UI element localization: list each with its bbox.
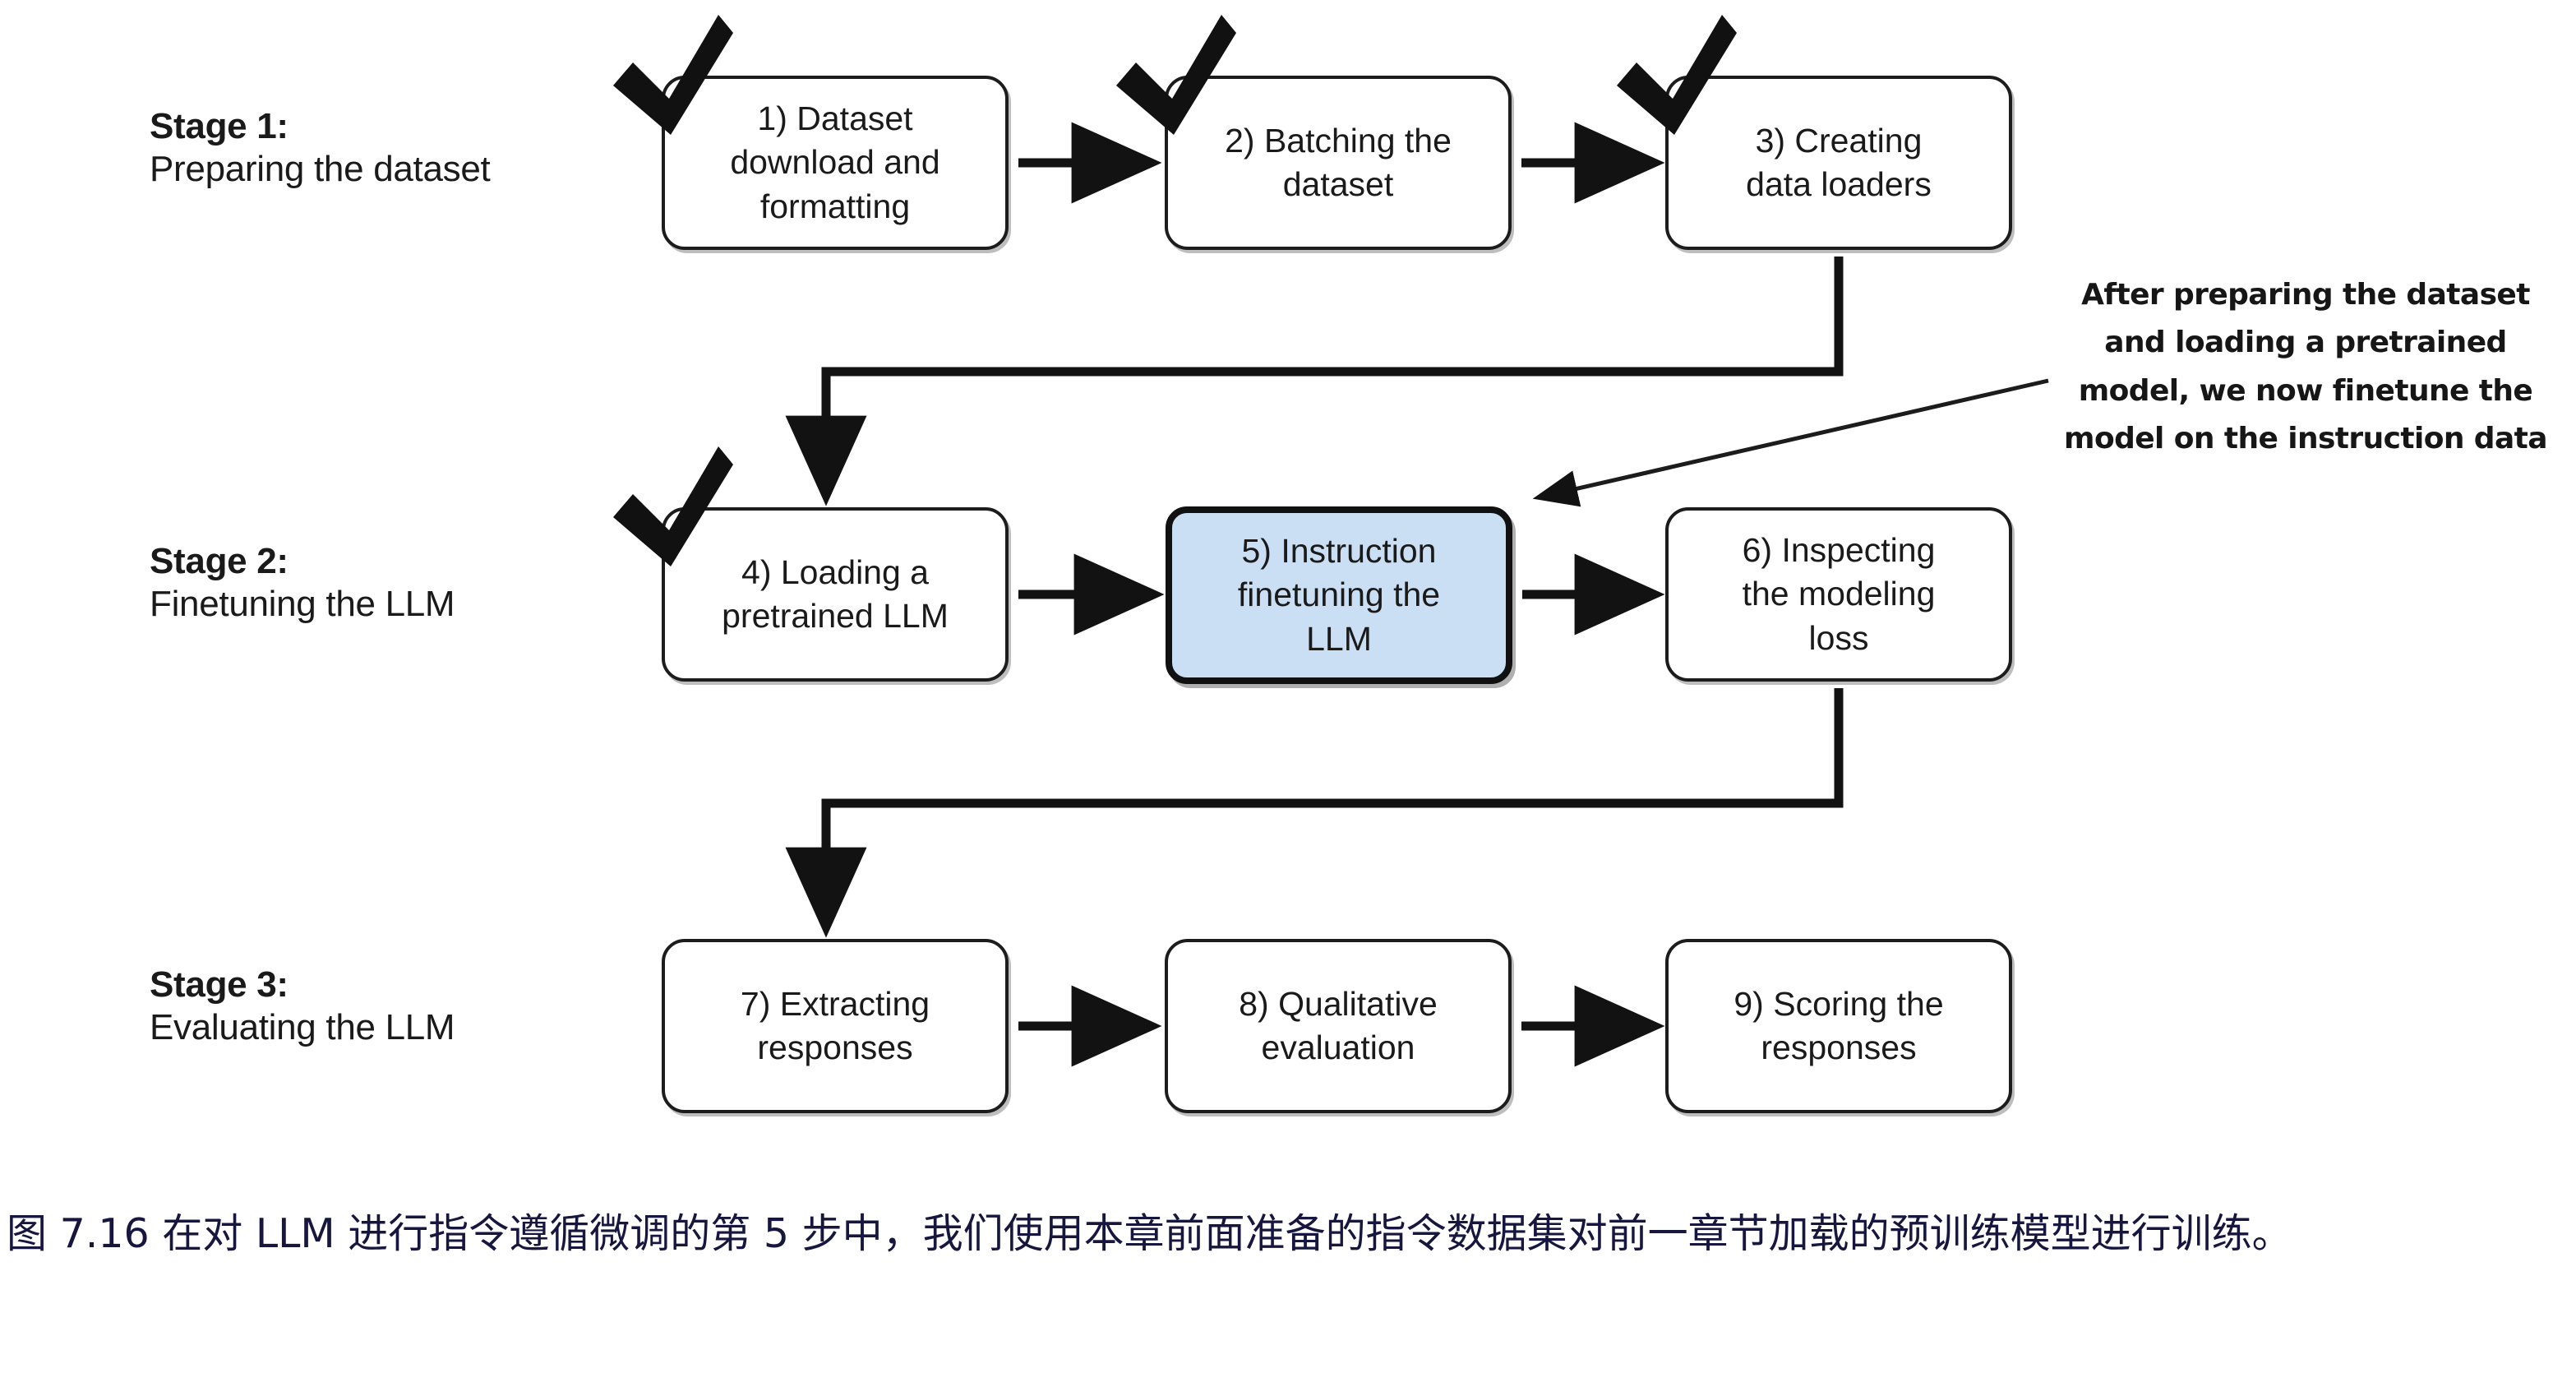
connector-row1-to-row2 <box>785 257 1844 506</box>
stage-2-subtitle: Finetuning the LLM <box>150 583 455 624</box>
flow-step-1-box[interactable]: 1) Dataset download and formatting <box>662 76 1009 250</box>
flow-step-8-label: 8) Qualitative evaluation <box>1239 984 1438 1066</box>
flow-step-3-box[interactable]: 3) Creating data loaders <box>1665 76 2012 250</box>
flow-step-9-label: 9) Scoring the responses <box>1733 984 1944 1066</box>
flow-step-7-label: 7) Extracting responses <box>740 984 930 1066</box>
annotation-leader-arrow <box>1532 378 2049 507</box>
flow-step-8-box[interactable]: 8) Qualitative evaluation <box>1165 939 1512 1113</box>
flow-step-6-box[interactable]: 6) Inspecting the modeling loss <box>1665 507 2012 682</box>
flow-step-7-box[interactable]: 7) Extracting responses <box>662 939 1009 1113</box>
stage-1-title: Stage 1: <box>150 106 289 146</box>
stage-2-title: Stage 2: <box>150 541 289 581</box>
flow-step-2-label: 2) Batching the dataset <box>1225 121 1452 203</box>
stage-1-subtitle: Preparing the dataset <box>150 148 491 189</box>
flow-step-5-box-highlighted[interactable]: 5) Instruction finetuning the LLM <box>1166 506 1512 684</box>
stage-3-label: Stage 3: Evaluating the LLM <box>150 964 659 1049</box>
annotation-note-text: After preparing the dataset and loading … <box>2064 278 2548 455</box>
flow-step-6-label: 6) Inspecting the modeling loss <box>1742 531 1936 657</box>
flow-step-3-label: 3) Creating data loaders <box>1746 121 1932 203</box>
flow-step-4-box[interactable]: 4) Loading a pretrained LLM <box>662 507 1009 682</box>
stage-2-label: Stage 2: Finetuning the LLM <box>150 540 659 626</box>
stage-3-title: Stage 3: <box>150 964 289 1005</box>
stage-3-subtitle: Evaluating the LLM <box>150 1006 455 1047</box>
flow-step-2-box[interactable]: 2) Batching the dataset <box>1165 76 1512 250</box>
figure-caption: 图 7.16 在对 LLM 进行指令遵循微调的第 5 步中，我们使用本章前面准备… <box>7 1210 2292 1257</box>
flow-step-1-label: 1) Dataset download and formatting <box>730 99 940 225</box>
flow-step-4-label: 4) Loading a pretrained LLM <box>722 552 949 635</box>
flow-step-9-box[interactable]: 9) Scoring the responses <box>1665 939 2012 1113</box>
flow-step-5-label: 5) Instruction finetuning the LLM <box>1237 532 1441 658</box>
stage-1-label: Stage 1: Preparing the dataset <box>150 105 659 191</box>
connector-row2-to-row3 <box>785 688 1844 938</box>
